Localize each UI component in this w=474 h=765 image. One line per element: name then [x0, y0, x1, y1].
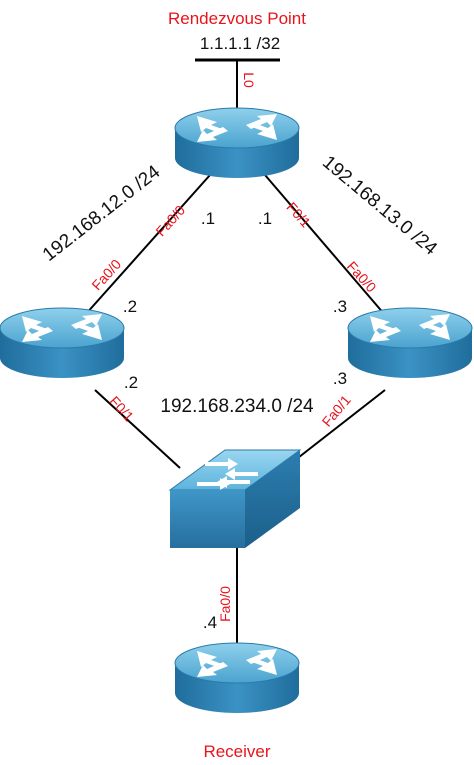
r2-f01-label: F0/1 [106, 393, 137, 425]
router-r2-icon [0, 307, 125, 379]
router-r1[interactable]: R1 [174, 107, 300, 198]
router-r1-icon [174, 107, 300, 179]
receiver-title: Receiver [203, 742, 270, 761]
r2-fa00-label: Fa0/0 [88, 256, 124, 293]
r4-fa00-label: Fa0/0 [217, 586, 233, 622]
r1-fa00-label: Fa0/0 [152, 202, 188, 239]
switch-front-face [170, 490, 245, 548]
network-r1-r2: 192.168.12.0 /24 [39, 161, 165, 266]
r3-bottom-host-id: .3 [333, 369, 347, 388]
switch-arrows-icon [197, 458, 258, 490]
r1-loopback-label: L0 [241, 72, 257, 88]
links [84, 60, 386, 650]
router-r4[interactable]: R4 [174, 642, 300, 733]
r4-host-id: .4 [203, 613, 217, 632]
r1-left-host-id: .1 [201, 209, 215, 228]
r3-fa00-label: Fa0/0 [344, 258, 380, 295]
r3-top-host-id: .3 [333, 297, 347, 316]
router-r3-name: R3 [400, 381, 419, 398]
link-r1-r3 [264, 174, 386, 316]
router-r2-name: R2 [52, 381, 71, 398]
link-r2-switch [94, 389, 181, 469]
r1-right-host-id: .1 [258, 209, 272, 228]
router-r3[interactable]: R3 [347, 307, 473, 398]
router-r4-icon [174, 642, 300, 714]
rp-address: 1.1.1.1 /32 [200, 34, 280, 53]
router-r4-name: R4 [227, 716, 246, 733]
lan-switch[interactable] [168, 449, 302, 548]
rp-title: Rendezvous Point [168, 9, 306, 28]
r2-top-host-id: .2 [123, 297, 137, 316]
network-lan: 192.168.234.0 /24 [160, 396, 314, 417]
router-r1-name: R1 [227, 181, 246, 198]
router-r3-icon [347, 307, 473, 379]
switch-side-face [245, 450, 300, 548]
router-r2[interactable]: R2 [0, 307, 125, 398]
r3-fa01-label: Fa0/1 [319, 392, 354, 430]
network-r1-r3: 192.168.13.0 /24 [318, 152, 441, 260]
link-r1-r2 [84, 174, 211, 316]
link-r3-switch [284, 389, 386, 469]
r2-bottom-host-id: .2 [124, 373, 138, 392]
